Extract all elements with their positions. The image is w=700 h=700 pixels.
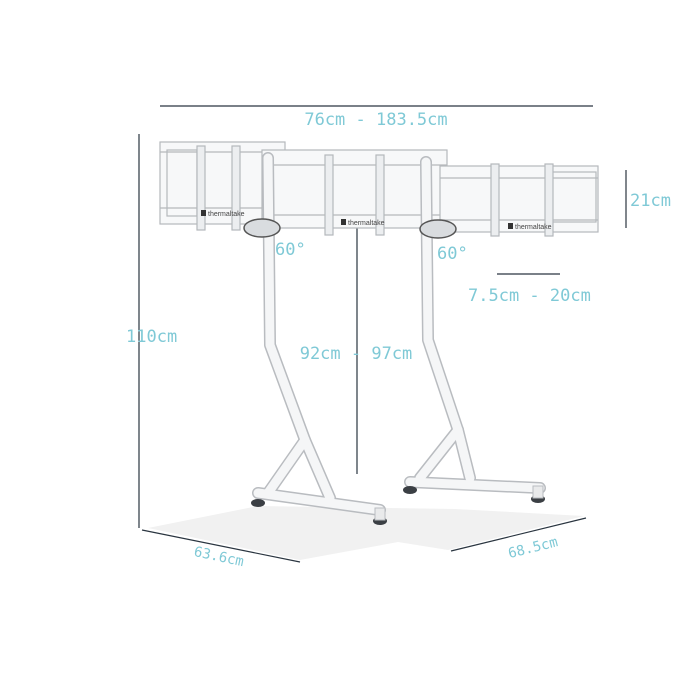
base-depth-label: 63.6cm [192,544,245,570]
left-tilt-mount [243,218,281,238]
foot [251,499,265,507]
center-panel-frame [261,149,448,229]
total-width-label: 76cm - 183.5cm [304,110,447,130]
arm-extension-label: 7.5cm - 20cm [468,286,591,306]
brand-labels: thermaltake thermaltake thermaltake [201,210,552,231]
panel-height-label: 21cm [630,191,671,211]
foot [403,486,417,494]
right-tilt-mount [419,219,457,239]
right-panel-frame [439,165,599,233]
tilt-mounts [243,218,457,239]
feet [251,485,545,525]
floor-shadow [148,506,584,560]
brand-label-center: thermaltake [348,220,385,227]
brand-label-left: thermaltake [208,211,245,218]
base-width-label: 68.5cm [507,534,560,562]
tilt-left-label: 60° [275,240,306,260]
brand-label-right: thermaltake [515,224,552,231]
tilt-right-label: 60° [437,244,468,264]
stand-height-label: 110cm [126,327,177,347]
base-width-line [450,517,587,552]
center-height-label: 92cm - 97cm [300,344,413,364]
base-depth-line [141,529,301,563]
